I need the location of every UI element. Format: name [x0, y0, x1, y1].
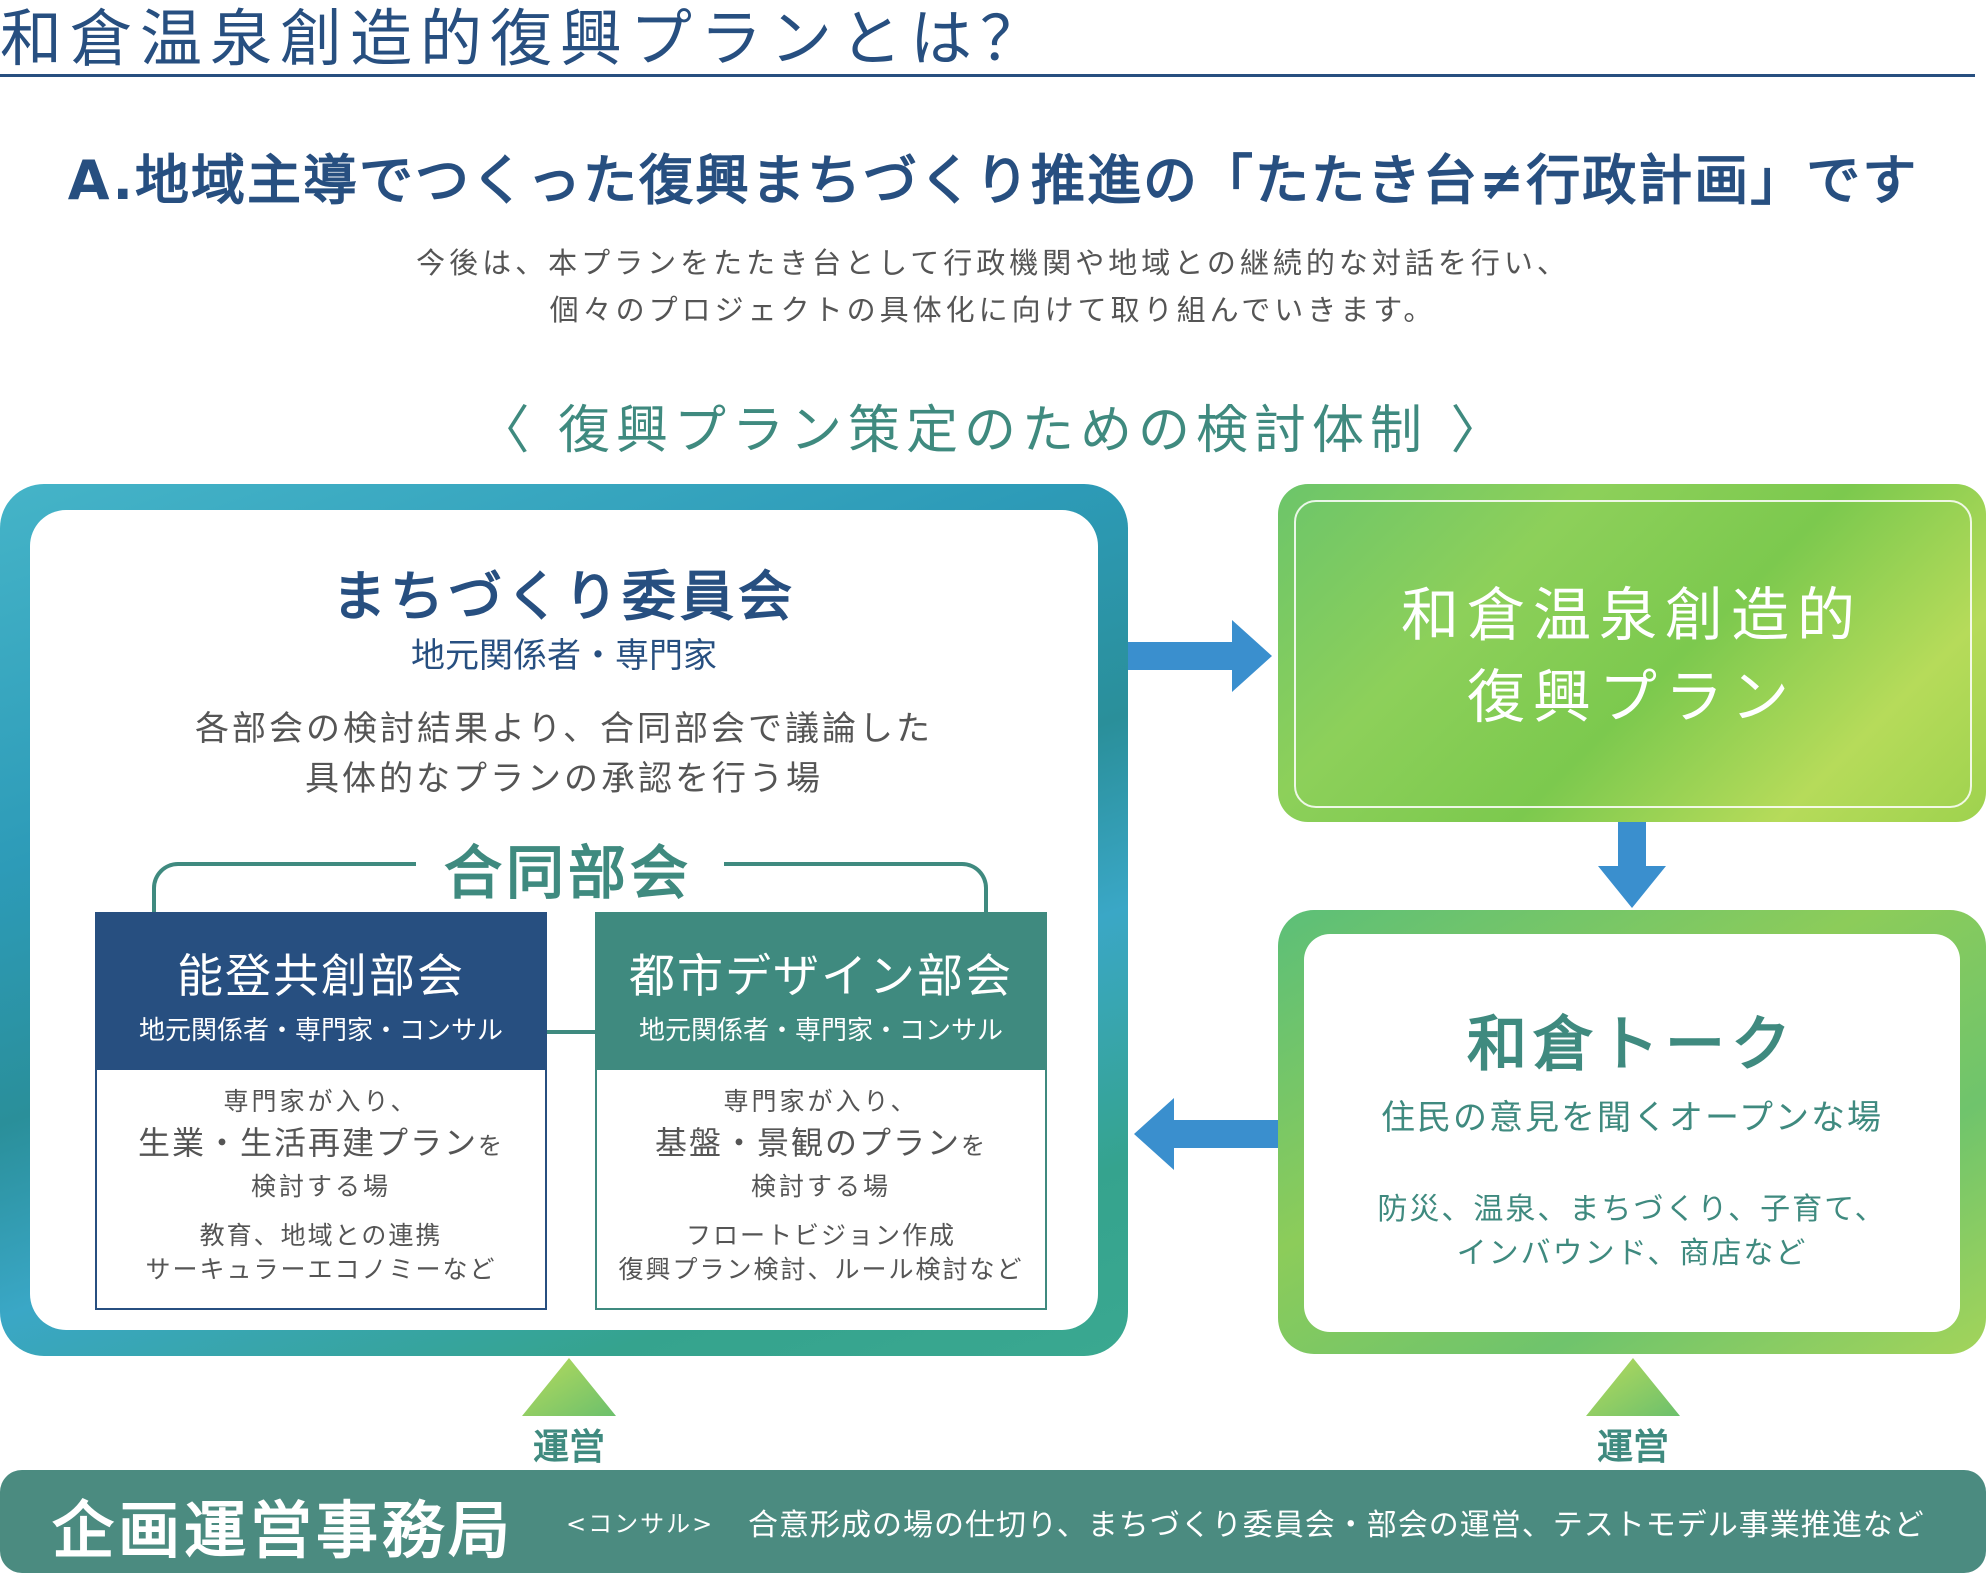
subcommittee-urban-design-line-1: 専門家が入り、 [723, 1087, 919, 1116]
office-title: 企画運営事務局 [52, 1494, 515, 1567]
subcommittee-noto-body: 専門家が入り、 生業・生活再建プランを 検討する場 教育、地域との連携 サーキュ… [97, 1084, 545, 1287]
subcommittee-noto-focus: 生業・生活再建プラン [137, 1124, 478, 1162]
arrow-down-to-talk-icon [1598, 822, 1666, 908]
talk-title: 和倉トーク [1467, 1010, 1797, 1080]
committee-desc-line-1: 各部会の検討結果より、合同部会で議論した [195, 709, 933, 749]
subcommittee-urban-design-note-1: フロートビジョン作成 [685, 1221, 956, 1250]
section-title: 〈 復興プラン策定のための検討体制 〉 [477, 401, 1509, 461]
talk-topics-line-2: インバウンド、商店など [1456, 1236, 1808, 1271]
subcommittee-noto: 能登共創部会 地元関係者・専門家・コンサル 専門家が入り、 生業・生活再建プラン… [95, 912, 547, 1310]
talk-panel [1304, 934, 1960, 1332]
joint-meeting-title: 合同部会 [443, 839, 692, 907]
subcommittee-urban-design-line-3: 検討する場 [750, 1172, 891, 1201]
committee-members: 地元関係者・専門家 [411, 636, 717, 676]
joint-bracket-left [152, 862, 416, 916]
plan-title-line-2: 復興プラン [1466, 663, 1797, 731]
subcommittee-noto-line-2: 生業・生活再建プランを [97, 1120, 545, 1169]
talk-subtitle: 住民の意見を聞くオープンな場 [1381, 1098, 1883, 1138]
subcommittee-noto-notes: 教育、地域との連携 サーキュラーエコノミーなど [97, 1219, 545, 1287]
subcommittee-noto-header: 能登共創部会 地元関係者・専門家・コンサル [97, 914, 545, 1070]
committee-title: まちづくり委員会 [332, 565, 796, 628]
subcommittee-urban-design-line-2: 基盤・景観のプランを [597, 1120, 1045, 1169]
page-title: 和倉温泉創造的復興プランとは？ [0, 2, 1051, 75]
intro-line-2: 個々のプロジェクトの具体化に向けて取り組んでいきます。 [549, 293, 1437, 327]
intro-text: 今後は、本プランをたたき台として行政機関や地域との継続的な対話を行い、 個々のプ… [0, 240, 1986, 334]
subcommittee-noto-particle: を [478, 1132, 504, 1160]
plan-title: 和倉温泉創造的 復興プラン [1278, 574, 1986, 738]
subcommittee-noto-members: 地元関係者・専門家・コンサル [138, 1016, 503, 1046]
subcommittee-noto-line-1: 専門家が入り、 [223, 1087, 419, 1116]
title-divider [0, 74, 1975, 77]
talk-topics: 防災、温泉、まちづくり、子育て、 インバウンド、商店など [1304, 1188, 1960, 1276]
subcommittee-urban-design-name: 都市デザイン部会 [629, 949, 1013, 1003]
subcommittee-noto-line-3: 検討する場 [250, 1172, 391, 1201]
subcommittee-noto-note-1: 教育、地域との連携 [199, 1221, 443, 1250]
arrow-right-to-plan-icon [1128, 620, 1272, 692]
subcommittee-urban-design-members: 地元関係者・専門家・コンサル [638, 1016, 1003, 1046]
office-description: 合意形成の場の仕切り、まちづくり委員会・部会の運営、テストモデル事業推進など [748, 1508, 1925, 1543]
subcommittee-urban-design-notes: フロートビジョン作成 復興プラン検討、ルール検討など [597, 1219, 1045, 1287]
arrow-left-to-committee-icon [1134, 1098, 1278, 1170]
subcommittee-urban-design-header: 都市デザイン部会 地元関係者・専門家・コンサル [597, 914, 1045, 1070]
subcommittee-urban-design-particle: を [961, 1132, 987, 1160]
committee-description: 各部会の検討結果より、合同部会で議論した 具体的なプランの承認を行う場 [30, 704, 1098, 804]
committee-desc-line-2: 具体的なプランの承認を行う場 [305, 759, 823, 799]
plan-title-line-1: 和倉温泉創造的 [1400, 581, 1863, 649]
operation-label-left: 運営 [532, 1427, 605, 1468]
subcommittee-urban-design-body: 専門家が入り、 基盤・景観のプランを 検討する場 フロートビジョン作成 復興プラ… [597, 1084, 1045, 1287]
talk-topics-line-1: 防災、温泉、まちづくり、子育て、 [1377, 1192, 1887, 1227]
subcommittee-connector [543, 1030, 597, 1034]
subcommittee-urban-design-focus: 基盤・景観のプラン [654, 1124, 961, 1162]
subcommittee-noto-name: 能登共創部会 [177, 949, 465, 1003]
headline: A.地域主導でつくった復興まちづくり推進の「たたき台≠行政計画」です [67, 149, 1919, 212]
joint-bracket-right [724, 862, 988, 916]
operation-triangle-left-icon [522, 1358, 616, 1416]
subcommittee-urban-design: 都市デザイン部会 地元関係者・専門家・コンサル 専門家が入り、 基盤・景観のプラ… [595, 912, 1047, 1310]
subcommittee-noto-note-2: サーキュラーエコノミーなど [145, 1255, 497, 1284]
plan-box [1278, 484, 1986, 822]
intro-line-1: 今後は、本プランをたたき台として行政機関や地域との継続的な対話を行い、 [416, 246, 1570, 280]
office-bar: 企画運営事務局 <コンサル> 合意形成の場の仕切り、まちづくり委員会・部会の運営… [0, 1470, 1986, 1573]
operation-triangle-right-icon [1586, 1358, 1680, 1416]
operation-label-right: 運営 [1596, 1427, 1669, 1468]
plan-box-inner-border [1294, 500, 1972, 808]
office-tag: <コンサル> [566, 1510, 715, 1538]
subcommittee-urban-design-note-2: 復興プラン検討、ルール検討など [618, 1255, 1024, 1284]
